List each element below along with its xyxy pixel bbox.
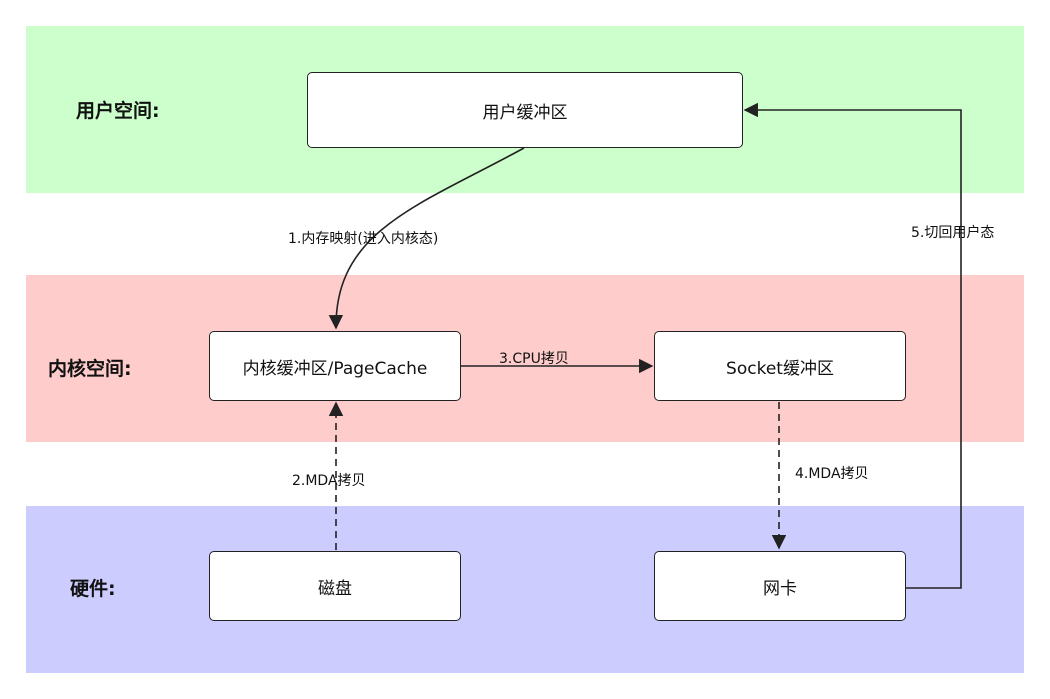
- kernel-buffer-label: 内核缓冲区/PageCache: [242, 358, 428, 379]
- user-buffer-node: 用户缓冲区: [307, 72, 743, 148]
- edge-step3-label: 3.CPU拷贝: [499, 351, 569, 367]
- kernel-buffer-node: 内核缓冲区/PageCache: [209, 331, 461, 401]
- user-buffer-label: 用户缓冲区: [482, 102, 568, 123]
- hardware-label: 硬件:: [70, 578, 116, 600]
- edge-step5-arrow: [743, 102, 962, 589]
- disk-label: 磁盘: [318, 578, 352, 599]
- socket-buffer-node: Socket缓冲区: [654, 331, 906, 401]
- edge-step1-label: 1.内存映射(进入内核态): [288, 231, 439, 247]
- nic-label: 网卡: [763, 578, 797, 599]
- disk-node: 磁盘: [209, 551, 461, 621]
- edge-step1-arrow: [328, 147, 525, 330]
- user-space-label: 用户空间:: [76, 100, 160, 122]
- edge-step4-label: 4.MDA拷贝: [795, 466, 869, 482]
- kernel-space-label: 内核空间:: [48, 358, 132, 380]
- edge-step5-label: 5.切回用户态: [911, 225, 995, 241]
- edge-step2-label: 2.MDA拷贝: [292, 473, 366, 489]
- socket-buffer-label: Socket缓冲区: [726, 358, 834, 379]
- nic-node: 网卡: [654, 551, 906, 621]
